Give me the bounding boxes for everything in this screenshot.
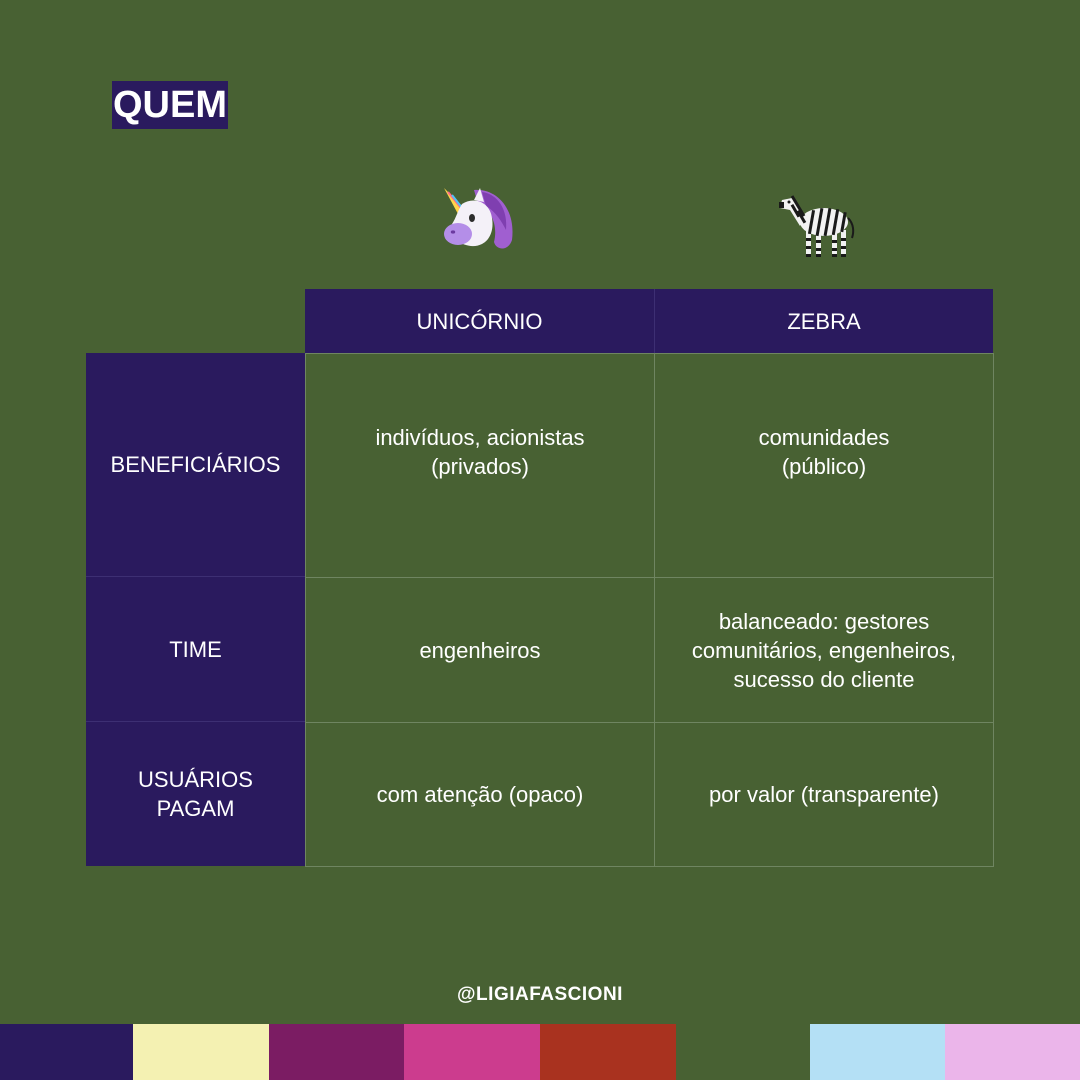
cell-beneficiarios-unicorn: indivíduos, acionistas (privados)	[305, 353, 655, 578]
color-palette-strip	[0, 1024, 1080, 1080]
swatch-7	[810, 1024, 945, 1080]
column-header-unicorn: UNICÓRNIO	[305, 289, 654, 353]
row-header-beneficiarios: BENEFICIÁRIOS	[86, 353, 305, 577]
cell-time-unicorn: engenheiros	[305, 577, 655, 723]
unicorn-icon	[434, 178, 524, 268]
zebra-icon	[770, 178, 860, 268]
row-header-usuarios-pagam: USUÁRIOS PAGAM	[86, 722, 305, 866]
swatch-6	[676, 1024, 810, 1080]
author-handle: @LIGIAFASCIONI	[457, 984, 623, 1005]
cell-usuarios-pagam-zebra: por valor (transparente)	[654, 722, 994, 867]
swatch-3	[269, 1024, 404, 1080]
column-header-zebra: ZEBRA	[654, 289, 993, 353]
cell-time-zebra: balanceado: gestores comunitários, engen…	[654, 577, 994, 723]
swatch-1	[0, 1024, 133, 1080]
swatch-8	[945, 1024, 1080, 1080]
swatch-4	[404, 1024, 540, 1080]
cell-usuarios-pagam-unicorn: com atenção (opaco)	[305, 722, 655, 867]
swatch-2	[133, 1024, 269, 1080]
cell-beneficiarios-zebra: comunidades (público)	[654, 353, 994, 578]
swatch-5	[540, 1024, 676, 1080]
page-title: QUEM	[112, 81, 228, 129]
row-header-time: TIME	[86, 577, 305, 722]
